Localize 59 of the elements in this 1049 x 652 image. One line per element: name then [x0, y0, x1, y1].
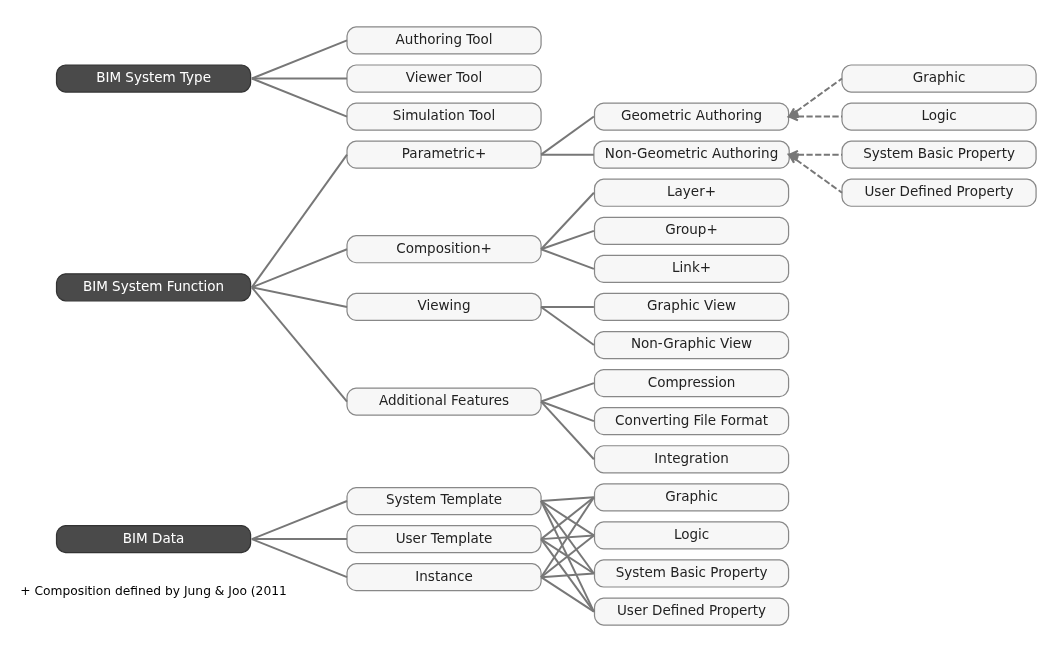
connector: [250, 538, 348, 579]
node-box: Converting File Format: [593, 407, 790, 436]
node-box: Graphic View: [593, 292, 790, 322]
arrow: [788, 111, 843, 122]
node-box: User Template: [346, 525, 542, 554]
node-box: Compression: [593, 369, 790, 398]
connector: [250, 286, 348, 403]
connector: [250, 500, 348, 541]
node-box: Parametric+: [346, 140, 542, 169]
node-box: System Template: [346, 486, 542, 516]
node-box: Graphic: [593, 483, 790, 512]
connector: [540, 500, 595, 613]
node-box: System Basic Property: [593, 559, 790, 588]
connector: [250, 39, 348, 80]
connector: [540, 572, 595, 579]
node-box: BIM System Type: [55, 64, 252, 93]
node-box: Instance: [346, 563, 542, 592]
connector: [540, 191, 595, 251]
node-box: Additional Features: [346, 387, 542, 416]
connector: [540, 305, 595, 347]
node-box: Logic: [841, 102, 1037, 131]
node-box: Viewing: [346, 292, 542, 322]
connector: [540, 534, 595, 541]
node-box: Composition+: [346, 235, 542, 264]
connector: [250, 77, 348, 118]
arrow: [788, 153, 843, 194]
connector: [540, 382, 595, 403]
node-box: Integration: [593, 445, 790, 474]
connector: [540, 400, 595, 423]
node-box: Logic: [593, 521, 790, 550]
connector: [540, 248, 595, 270]
node-box: Simulation Tool: [346, 102, 542, 131]
connector: [540, 576, 595, 613]
connector: [250, 286, 348, 308]
node-box: Non-Geometric Authoring: [593, 140, 790, 169]
node-box: Authoring Tool: [346, 26, 542, 55]
node-box: Non-Graphic View: [593, 330, 790, 360]
connector: [250, 538, 348, 541]
connector: [250, 153, 348, 289]
node-box: User Defined Property: [841, 178, 1037, 207]
node-box: System Basic Property: [841, 140, 1037, 169]
node-box: BIM Data: [55, 525, 252, 554]
node-box: Viewer Tool: [346, 64, 542, 93]
node-box: User Defined Property: [593, 597, 790, 626]
connector: [540, 538, 595, 613]
connector: [540, 496, 595, 502]
node-box: Group+: [593, 216, 790, 245]
node-box: Link+: [593, 254, 790, 283]
connector: [540, 400, 595, 461]
connector: [540, 153, 595, 156]
node-box: Layer+: [593, 178, 790, 207]
connector: [540, 115, 595, 156]
node-box: Graphic: [841, 64, 1037, 93]
connector: [540, 229, 595, 251]
label: + Composition defined by Jung & Joo (2011: [20, 583, 287, 598]
node-box: BIM System Function: [55, 273, 252, 302]
connector: [540, 305, 595, 308]
node-box: Geometric Authoring: [593, 102, 790, 131]
connector: [250, 248, 348, 289]
